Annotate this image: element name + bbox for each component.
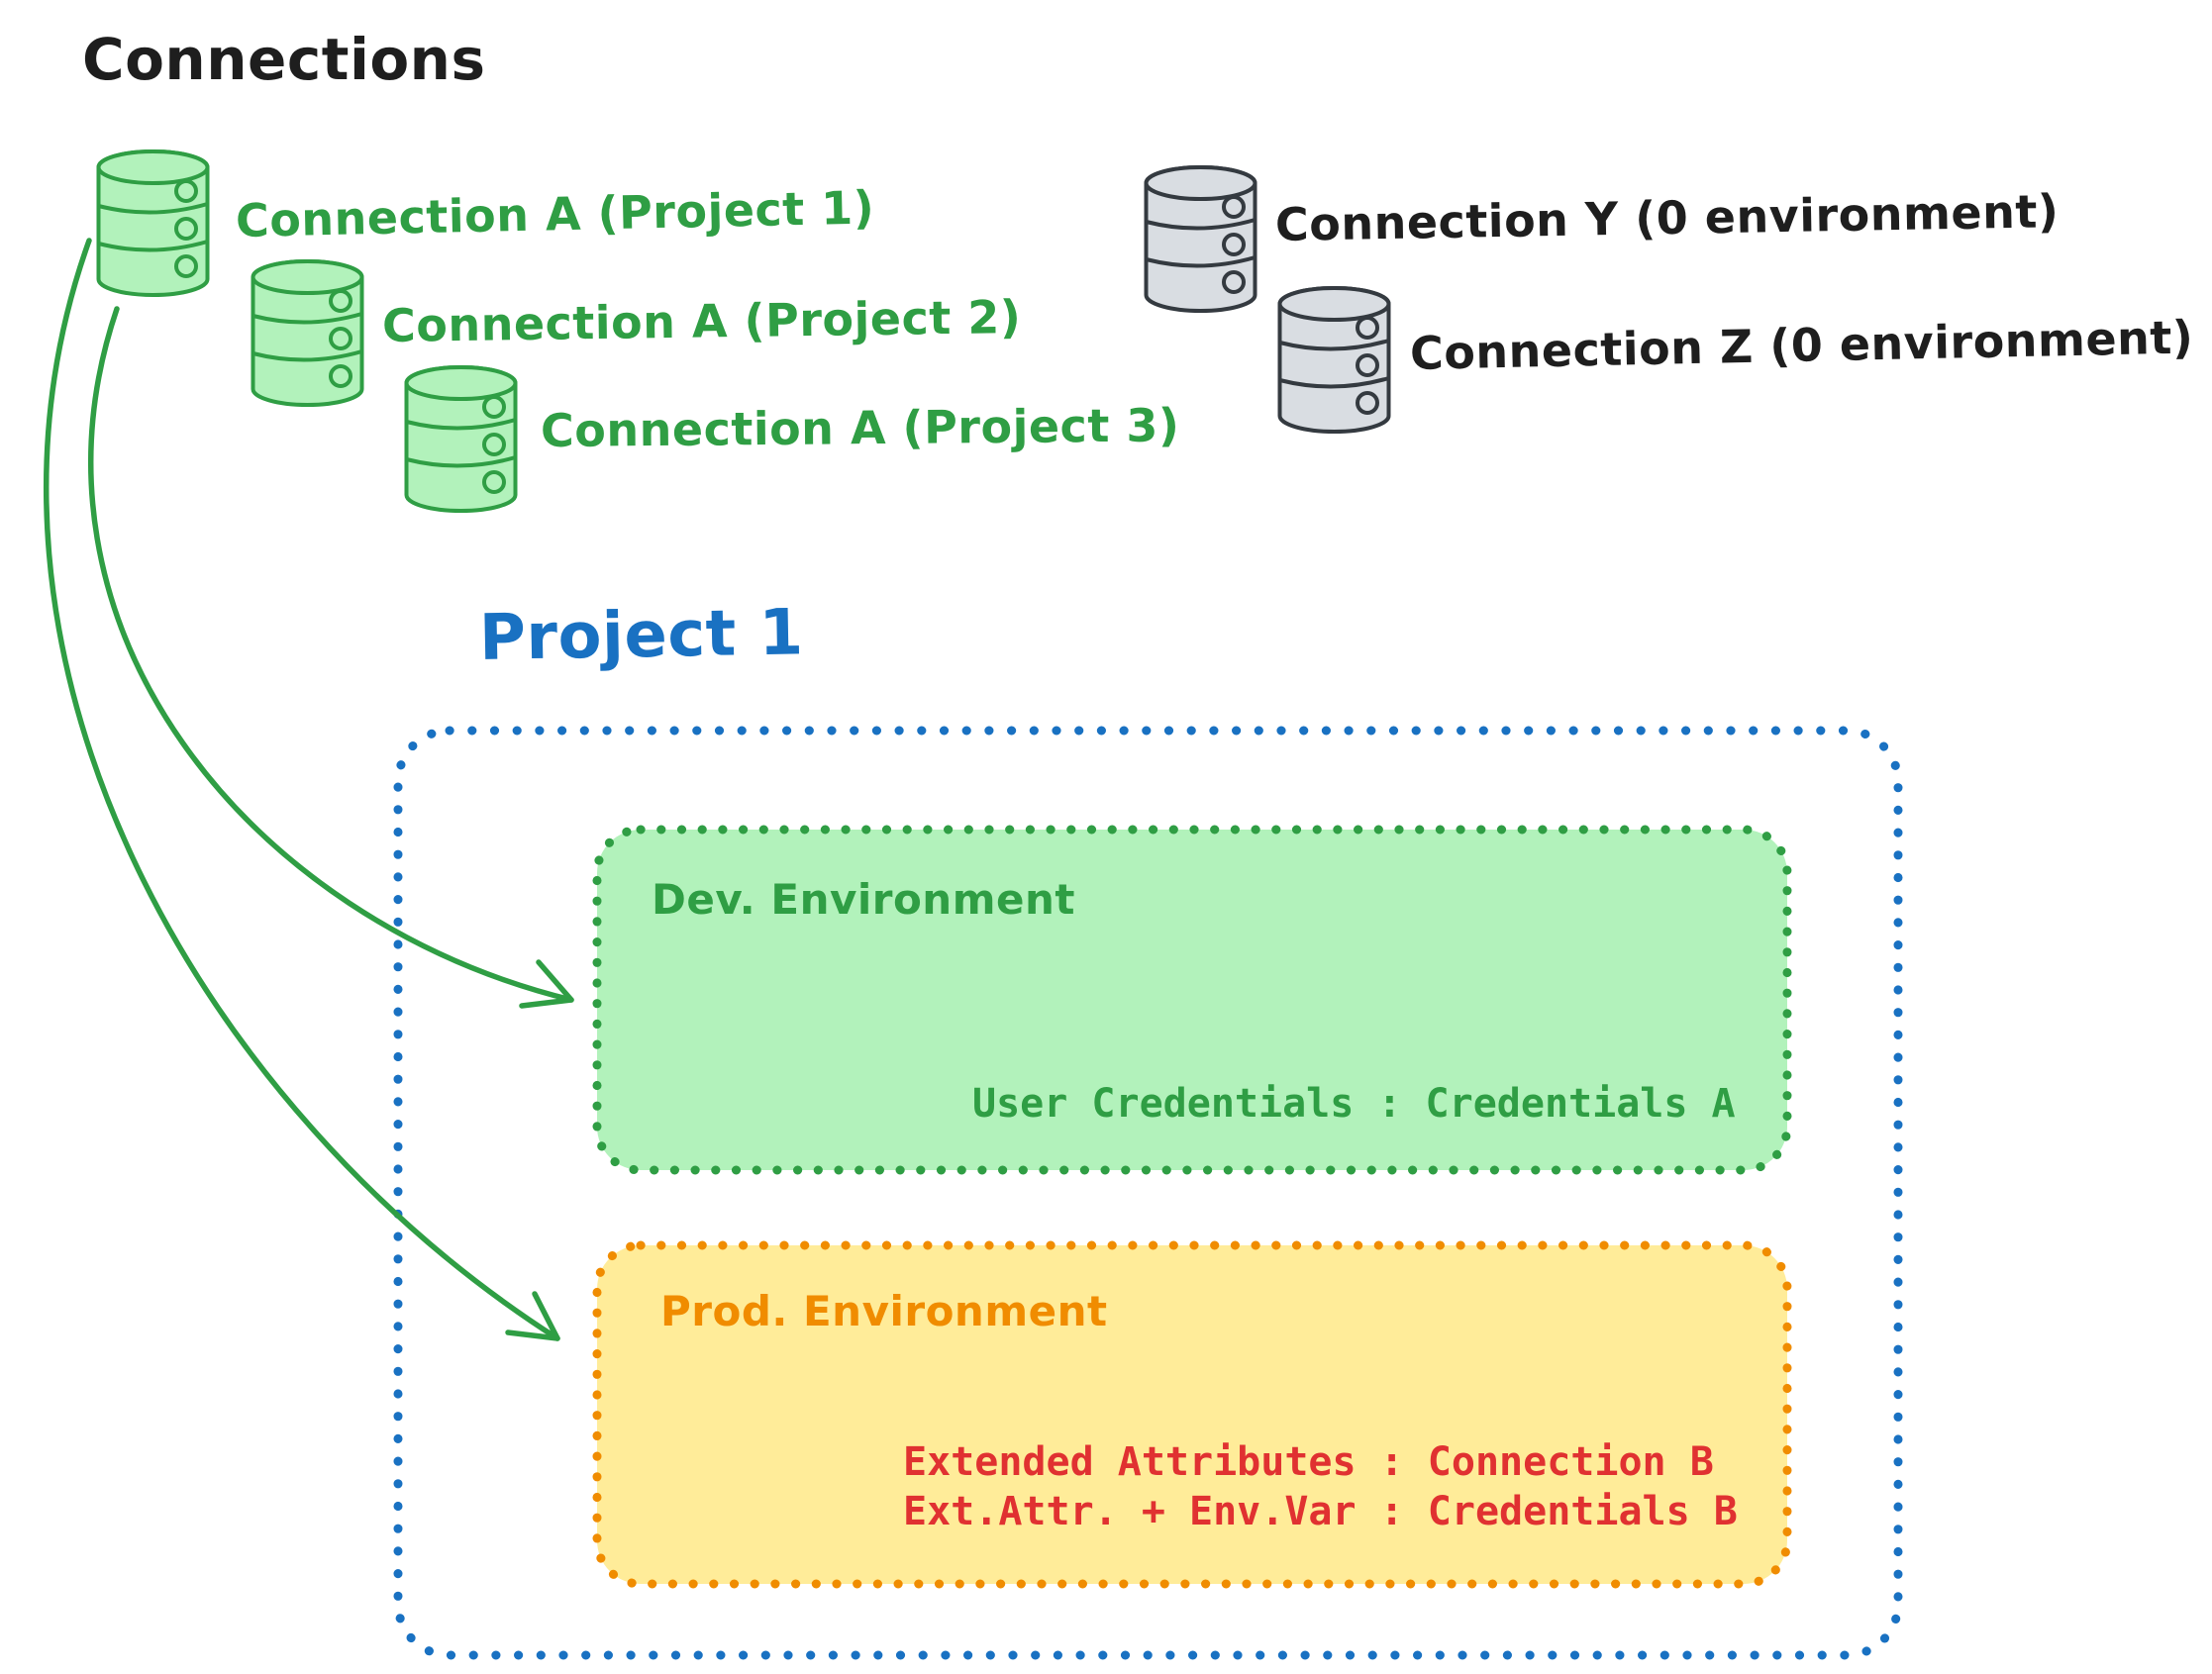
arrow-to-dev-environment bbox=[88, 306, 574, 1009]
connection-a-project-3-label: Connection A (Project 3) bbox=[540, 398, 1180, 457]
dev-environment-title: Dev. Environment bbox=[652, 875, 1075, 924]
database-icon-connection-z bbox=[1277, 286, 1391, 434]
prod-environment-title: Prod. Environment bbox=[660, 1287, 1108, 1335]
project-1-title: Project 1 bbox=[478, 596, 805, 675]
dev-environment-box bbox=[592, 825, 1792, 1175]
arrowhead-icon bbox=[519, 959, 574, 1009]
prod-environment-mappings: Extended Attributes : Connection B Ext.A… bbox=[903, 1437, 1738, 1536]
prod-environment-box bbox=[592, 1240, 1792, 1589]
arrow-to-prod-environment bbox=[44, 238, 560, 1341]
database-icon-connection-a-project-1 bbox=[96, 149, 210, 297]
connections-title: Connections bbox=[82, 26, 486, 93]
database-icon-connection-a-project-3 bbox=[404, 365, 518, 513]
arrowhead-icon bbox=[505, 1291, 560, 1341]
prod-environment-mapping-line-2: Ext.Attr. + Env.Var : Credentials B bbox=[903, 1489, 1738, 1534]
database-icon-connection-a-project-2 bbox=[251, 259, 364, 407]
connection-a-project-2-label: Connection A (Project 2) bbox=[381, 289, 1022, 352]
prod-environment-mapping-line-1: Extended Attributes : Connection B bbox=[903, 1439, 1714, 1485]
database-icon-connection-y bbox=[1144, 165, 1257, 313]
project-1-box bbox=[393, 726, 1903, 1660]
dev-environment-mapping: User Credentials : Credentials A bbox=[972, 1081, 1736, 1127]
